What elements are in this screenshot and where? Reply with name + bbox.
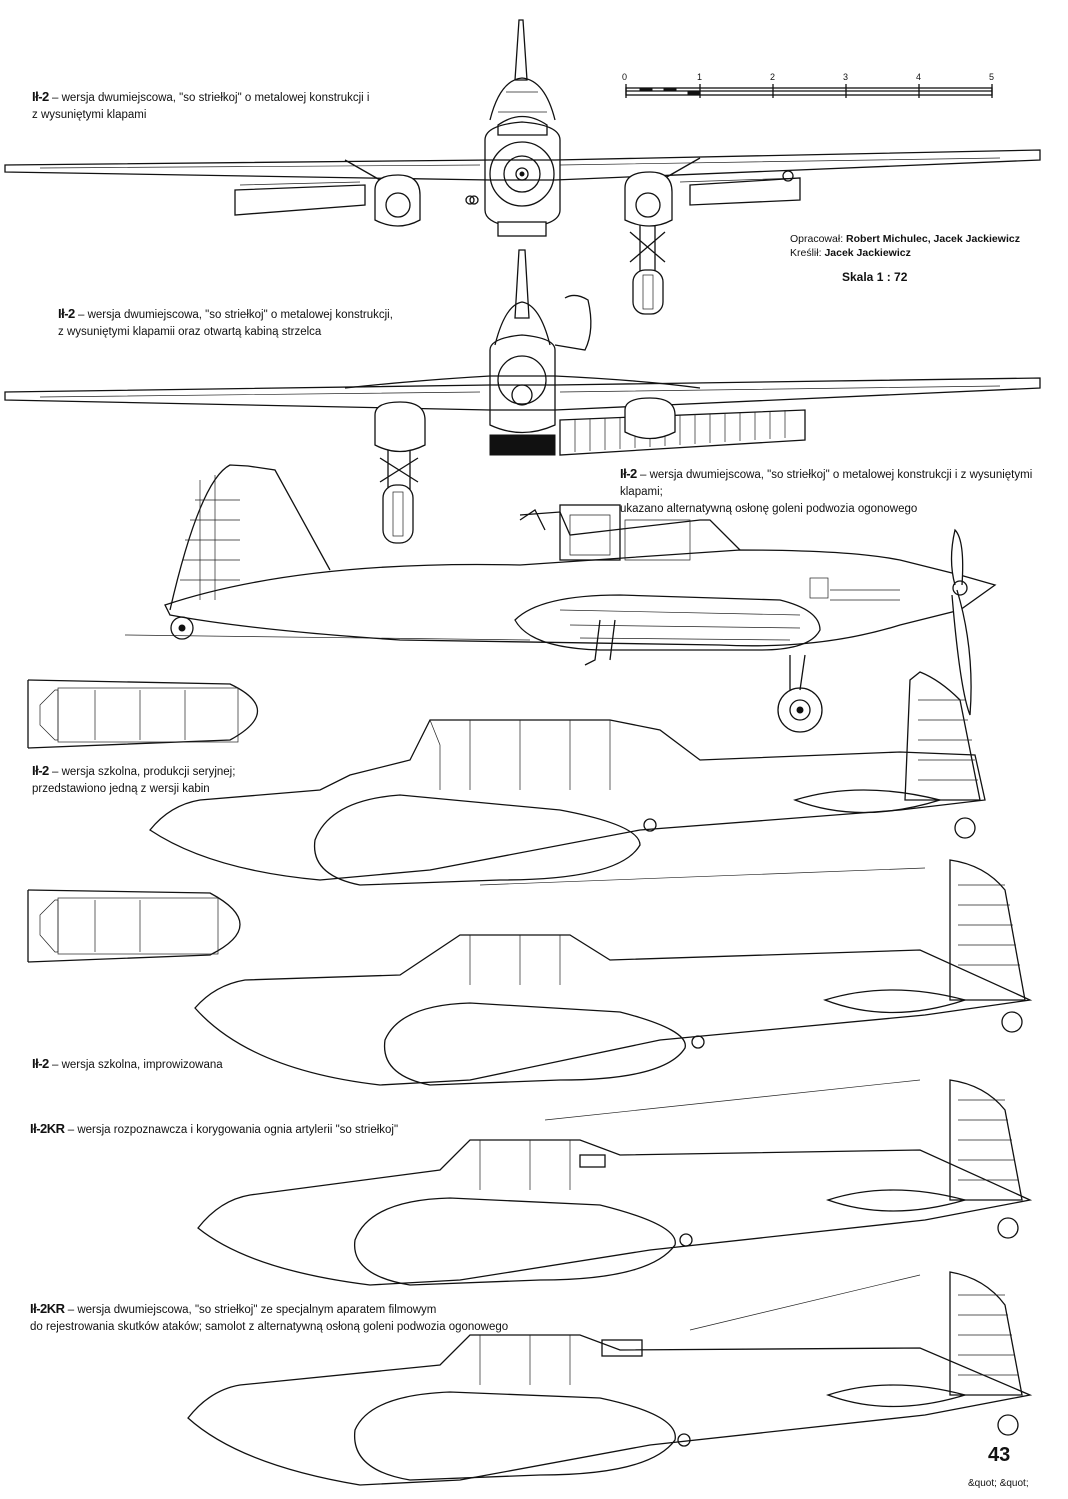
side-view-trainer-improvised: [194, 859, 1033, 1086]
caption-trainer-serial: Ił-2 – wersja szkolna, produkcji seryjne…: [32, 762, 235, 798]
caption-model: Ił-2: [58, 306, 75, 321]
caption-text-line2: przedstawiono jedną z wersji kabin: [32, 783, 210, 795]
caption-text: – wersja rozpoznawcza i korygowania ogni…: [64, 1124, 399, 1136]
credit-label: Kreślił:: [790, 247, 825, 259]
scale-bar: [625, 84, 993, 98]
scale-tick-1: 1: [697, 72, 703, 82]
caption-model: Ił-2KR: [30, 1301, 65, 1316]
scale-label: Skala 1 : 72: [842, 270, 908, 284]
caption-text-line2: do rejestrowania skutków ataków; samolot…: [30, 1321, 509, 1333]
caption-text: – wersja szkolna, produkcji seryjnej;: [48, 766, 236, 778]
side-view-main: [124, 464, 997, 733]
caption-model: Ił-2: [32, 763, 49, 778]
canopy-top-views: [27, 679, 258, 963]
caption-model: Ił-2: [620, 466, 637, 481]
front-view-open: [4, 249, 1041, 544]
side-view-kr-recon: [197, 1079, 1033, 1286]
caption-side-main: Ił-2 – wersja dwumiejscowa, "so striełko…: [620, 465, 1068, 518]
caption-text: – wersja dwumiejscowa, "so striełkoj" o …: [74, 309, 393, 321]
caption-model: Ił-2: [32, 1056, 49, 1071]
caption-model: Ił-2KR: [30, 1121, 65, 1136]
caption-front-open: Ił-2 – wersja dwumiejscowa, "so striełko…: [58, 305, 393, 341]
caption-text-line2: z wysuniętymi klapamii oraz otwartą kabi…: [58, 326, 322, 338]
page-number: 43: [988, 1444, 1011, 1466]
caption-text-line2: ukazano alternatywną osłonę goleni podwo…: [620, 503, 918, 515]
caption-text: – wersja dwumiejscowa, "so striełkoj" o …: [620, 469, 1033, 498]
footer-text: &quot; &quot;: [968, 1478, 1029, 1489]
front-view-closed: [4, 19, 1041, 315]
credit-label: Opracował:: [790, 233, 847, 245]
caption-text: – wersja dwumiejscowa, "so striełkoj" ze…: [64, 1304, 437, 1316]
caption-kr-camera: Ił-2KR – wersja dwumiejscowa, "so strieł…: [30, 1300, 508, 1336]
side-view-kr-camera: [187, 1271, 1033, 1486]
credit-names: Robert Michulec, Jacek Jackiewicz: [846, 233, 1020, 245]
scale-tick-2: 2: [770, 72, 776, 82]
side-view-trainer-serial: [149, 671, 986, 886]
scale-tick-0: 0: [622, 72, 628, 82]
scale-tick-4: 4: [916, 72, 922, 82]
caption-kr-recon: Ił-2KR – wersja rozpoznawcza i korygowan…: [30, 1120, 398, 1139]
caption-text: – wersja szkolna, improwizowana: [48, 1059, 223, 1071]
credit-names: Jacek Jackiewicz: [824, 247, 911, 259]
caption-front-closed: Ił-2 – wersja dwumiejscowa, "so striełko…: [32, 88, 370, 124]
caption-trainer-improvised: Ił-2 – wersja szkolna, improwizowana: [32, 1055, 223, 1074]
caption-text: – wersja dwumiejscowa, "so striełkoj" o …: [48, 92, 370, 104]
caption-model: Ił-2: [32, 89, 49, 104]
caption-text-line2: z wysuniętymi klapami: [32, 109, 147, 121]
credits: Opracował: Robert Michulec, Jacek Jackie…: [790, 232, 1020, 260]
scale-tick-3: 3: [843, 72, 849, 82]
scale-tick-5: 5: [989, 72, 995, 82]
